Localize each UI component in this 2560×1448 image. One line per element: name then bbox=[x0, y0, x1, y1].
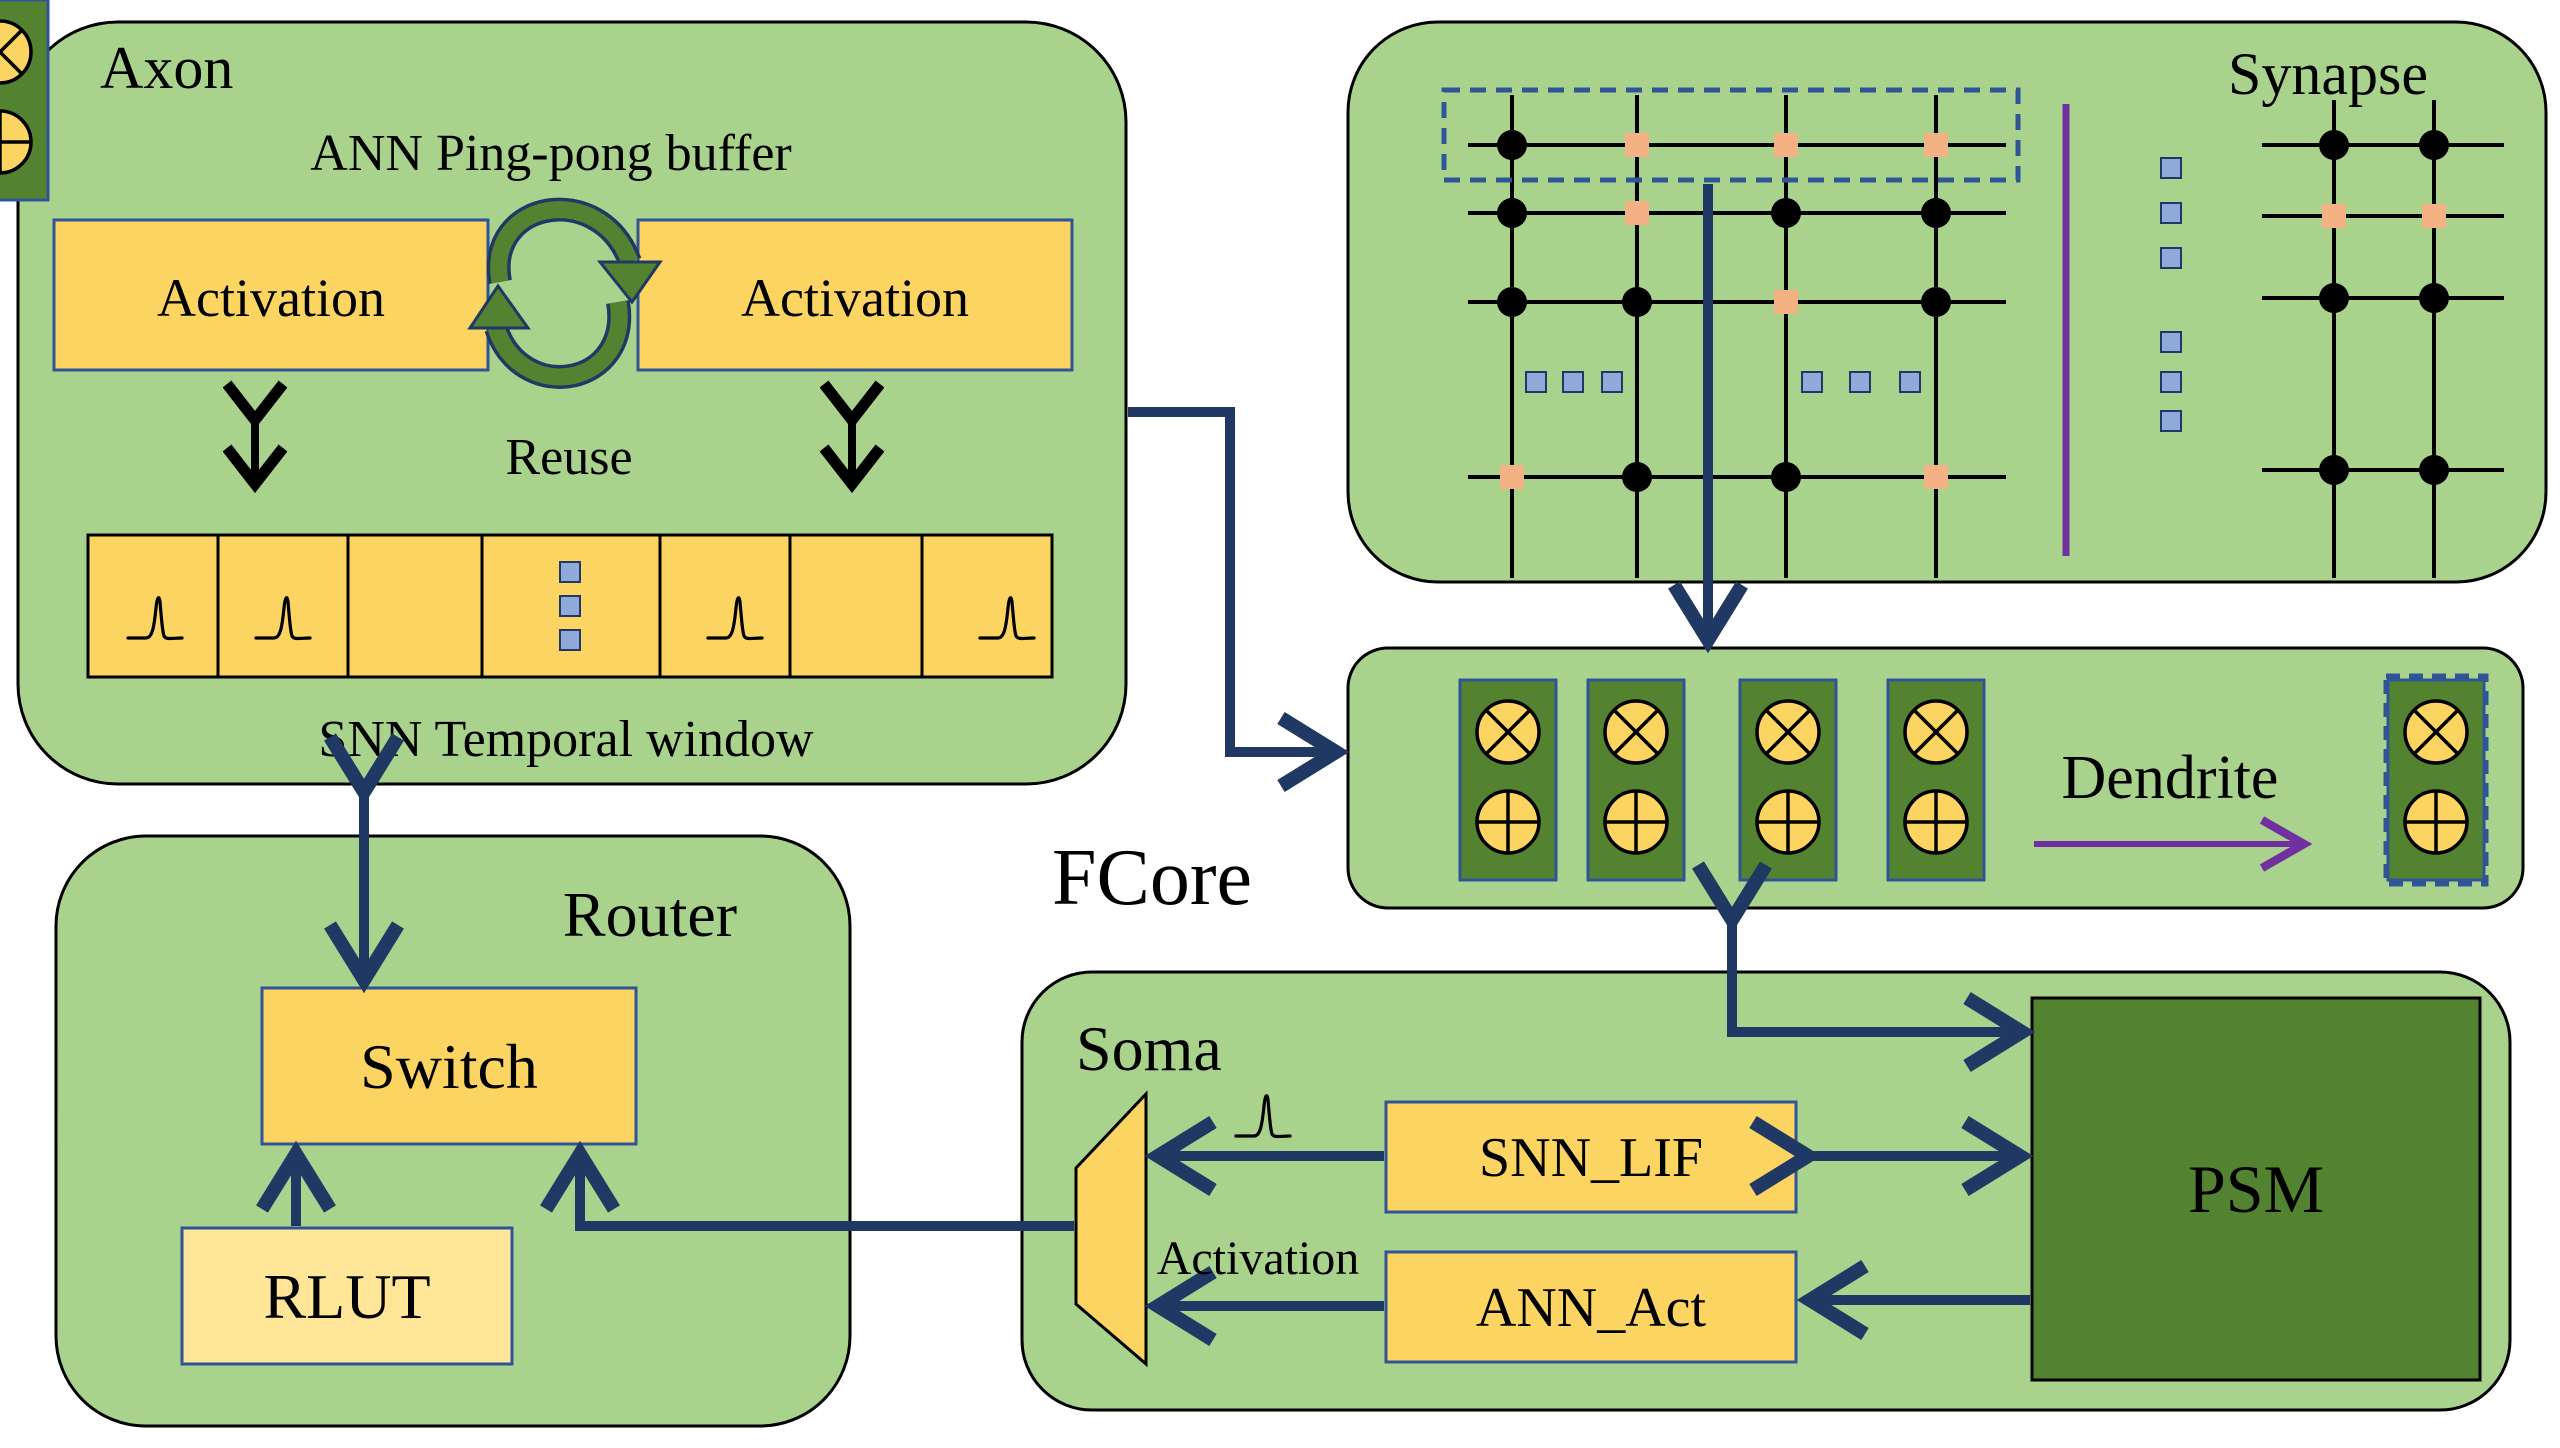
soma-title: Soma bbox=[1076, 1013, 1222, 1084]
output-mux bbox=[1074, 1090, 1148, 1368]
router-panel: Router Switch RLUT bbox=[54, 834, 852, 1428]
ann-act-label: ANN_Act bbox=[1476, 1277, 1707, 1339]
switch-label: Switch bbox=[360, 1031, 538, 1102]
soma-panel: Soma PSM SNN_LIF ANN_Act Activation bbox=[1020, 970, 2512, 1412]
dendrite-unit-next bbox=[2386, 678, 2486, 882]
window-slot bbox=[216, 533, 350, 679]
window-slot-ellipsis bbox=[480, 533, 662, 679]
dendrite-unit bbox=[1458, 678, 1558, 882]
snn-temporal-window bbox=[86, 533, 1054, 679]
activation-output-label: Activation bbox=[1157, 1232, 1360, 1285]
window-slot bbox=[920, 533, 1054, 679]
dendrite-unit bbox=[1586, 678, 1686, 882]
window-slot bbox=[346, 533, 484, 679]
ping-pong-buffer-label: ANN Ping-pong buffer bbox=[310, 125, 791, 182]
rlut-block: RLUT bbox=[180, 1226, 514, 1366]
synapse-crossbar-left bbox=[1468, 95, 2006, 578]
soma-to-switch-arrow bbox=[540, 1140, 1074, 1231]
activation-right-label: Activation bbox=[741, 268, 969, 328]
dendrite-unit bbox=[1738, 678, 1838, 882]
synapse-weights-left bbox=[1497, 130, 1951, 492]
axon-title: Axon bbox=[100, 35, 233, 101]
activation-block-right: Activation bbox=[636, 218, 1074, 372]
snn-lif-block: SNN_LIF bbox=[1384, 1100, 1798, 1214]
synapse-title: Synapse bbox=[2228, 41, 2428, 107]
rlut-label: RLUT bbox=[263, 1261, 430, 1332]
window-slot bbox=[788, 533, 924, 679]
activation-block-left: Activation bbox=[52, 218, 490, 372]
snn-lif-label: SNN_LIF bbox=[1479, 1127, 1703, 1189]
fcore-label: FCore bbox=[1052, 834, 1252, 922]
psm-block: PSM bbox=[2030, 996, 2482, 1382]
dendrite-label: Dendrite bbox=[2062, 744, 2279, 812]
dendrite-unit bbox=[1886, 678, 1986, 882]
selected-row-highlight bbox=[1441, 87, 2021, 183]
synapse-weights-right bbox=[2319, 130, 2449, 485]
router-title: Router bbox=[563, 879, 737, 950]
ping-pong-cycle-icon bbox=[467, 197, 663, 389]
psm-label: PSM bbox=[2188, 1151, 2324, 1227]
dendrite-unit-highlight bbox=[2383, 673, 2489, 887]
axon-panel: Axon ANN Ping-pong buffer Activation Act… bbox=[16, 20, 1128, 786]
reuse-label: Reuse bbox=[505, 429, 632, 486]
activation-left-label: Activation bbox=[157, 268, 385, 328]
connections bbox=[324, 184, 2036, 1231]
window-slot bbox=[658, 533, 792, 679]
window-slot bbox=[86, 533, 220, 679]
ann-act-block: ANN_Act bbox=[1384, 1250, 1798, 1364]
synapse-crossbar-right bbox=[2262, 100, 2504, 578]
synapse-panel: Synapse bbox=[1346, 20, 2548, 584]
switch-block: Switch bbox=[260, 986, 638, 1146]
axon-to-dendrite-arrow bbox=[1128, 407, 1350, 792]
dendrite-psm-arrow bbox=[1692, 861, 2036, 1072]
temporal-window-label: SNN Temporal window bbox=[318, 711, 814, 768]
